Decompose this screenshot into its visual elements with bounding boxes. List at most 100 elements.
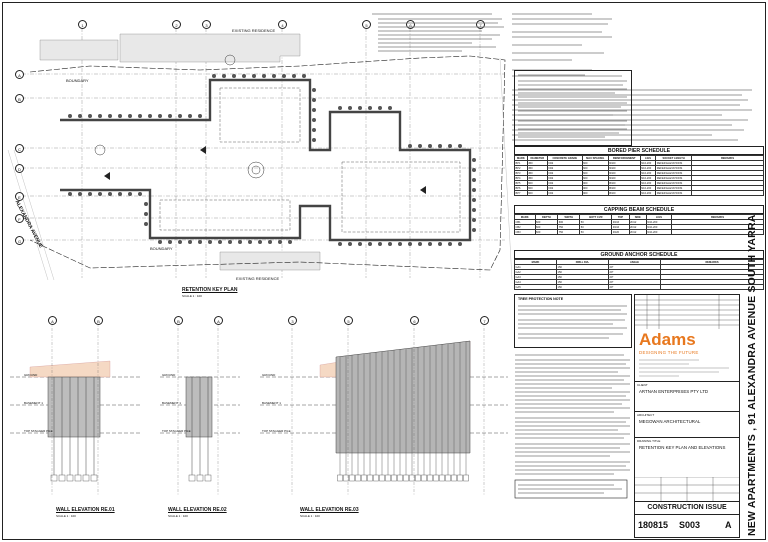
grid-bubble-col-1: 1: [78, 20, 87, 29]
level-tsp-re02: TOP STAGGER PILE: [162, 429, 191, 433]
grid-bubble-row-c: C: [15, 144, 24, 153]
capping-beam-cell: 600: [534, 229, 559, 235]
wall-elevations: [10, 321, 508, 495]
plan-scale: SCALE 1 : 100: [182, 294, 202, 298]
ground-anchor-cell: 150: [556, 284, 609, 290]
pile-toe: [415, 474, 421, 482]
drawing-title-section: DRAWING TITLE RETENTION KEY PLAN AND ELE…: [635, 437, 739, 478]
level-ground-re03: GROUND: [262, 373, 276, 377]
pile-toe: [451, 474, 457, 482]
grid-bubble-row-g: G: [15, 236, 24, 245]
capping-beam-schedule-table: MARK DEPTH WIDTH BOTT CVR TOP SIDE LIGS …: [514, 214, 764, 235]
ground-anchor-cell: 20°: [608, 284, 661, 290]
construction-issue-status: CONSTRUCTION ISSUE: [635, 501, 739, 515]
level-ground-re01: GROUND: [24, 373, 38, 377]
retention-key-plan: [7, 28, 513, 281]
architect-name: MEGOWAN ARCHITECTURAL: [639, 419, 701, 424]
elevation-re03-scale: SCALE 1 : 100: [300, 514, 320, 518]
capping-beam-schedule-title: CAPPING BEAM SCHEDULE: [514, 205, 764, 214]
pile-toe: [385, 474, 391, 482]
pile-toe: [403, 474, 409, 482]
level-basement-re03: BASEMENT 1: [262, 401, 281, 405]
grid-bubble-col-3: 3: [202, 20, 211, 29]
bored-pier-cell: N10-200: [639, 190, 657, 196]
pile-toe: [433, 474, 439, 482]
grid-bubble-row-a: A: [15, 70, 24, 79]
bored-pier-cell: N32: [546, 190, 583, 196]
client-label: CLIENT: [637, 383, 648, 387]
pile-toe: [409, 474, 415, 482]
level-basement-re01: BASEMENT 1: [24, 401, 43, 405]
bored-pier-cell: 8N20: [607, 190, 641, 196]
bored-pier-cell: REFER ELEVATIONS: [655, 190, 692, 196]
capping-beam-cell: 2N12: [628, 229, 647, 235]
bored-pier-cell: [691, 190, 764, 196]
existing-residence-top-label: EXISTING RESIDENCE: [232, 28, 276, 33]
tree-note-title: TREE PROTECTION NOTE: [518, 297, 564, 301]
capping-beam-cell: 50: [579, 229, 613, 235]
ground-anchor-schedule-title: GROUND ANCHOR SCHEDULE: [514, 250, 764, 259]
bored-pier-schedule-table: MARK DIAMETER CONCRETE GRADE MAX SPACING…: [514, 155, 764, 196]
ground-anchor-cell: GA5: [514, 284, 557, 290]
pile-toe: [361, 474, 367, 482]
client-name: ARTNAN ENTERPRISES PTY LTD: [639, 389, 709, 394]
level-tsp-re01: TOP STAGGER PILE: [24, 429, 53, 433]
elev-bubble-re03-7: 7: [480, 316, 489, 325]
elev-bubble-re03-3: 3: [288, 316, 297, 325]
elevation-re03-title: WALL ELEVATION RE.03: [300, 507, 359, 513]
boundary-label-left: BOUNDARY: [66, 78, 89, 83]
boundary-label-bottom: BOUNDARY: [150, 246, 173, 251]
capping-beam-cell: N10-200: [645, 229, 673, 235]
level-ground-re02: GROUND: [162, 373, 176, 377]
construction-notes: [514, 352, 632, 502]
grid-bubble-col-4: 4: [278, 20, 287, 29]
pile-toe: [421, 474, 427, 482]
pile-toe: [343, 474, 349, 482]
pile-toe: [373, 474, 379, 482]
level-tsp-re03: TOP STAGGER PILE: [262, 429, 291, 433]
drawing-title: RETENTION KEY PLAN AND ELEVATIONS: [639, 445, 726, 450]
pile-toe: [349, 474, 355, 482]
project-title-vertical: NEW APARTMENTS , 91 ALEXANDRA AVENUE SOU…: [746, 214, 758, 536]
elev-bubble-re02-a: A: [214, 316, 223, 325]
capping-beam-cell: 4N20: [611, 229, 630, 235]
elev-bubble-re01-b: B: [94, 316, 103, 325]
sheet-number: S003: [679, 520, 701, 530]
ground-anchor-cell: [660, 284, 764, 290]
elevation-re01-drawing: [10, 360, 140, 482]
tree-protection-note: TREE PROTECTION NOTE: [514, 294, 632, 348]
grid-bubble-row-e: E: [15, 192, 24, 201]
pile-toe: [367, 474, 373, 482]
level-basement-re02: BASEMENT 1: [162, 401, 181, 405]
grid-bubble-row-b: B: [15, 94, 24, 103]
bored-pier-cell: 600: [526, 190, 548, 196]
elevation-re02-title: WALL ELEVATION RE.02: [168, 507, 227, 513]
pile-toe: [439, 474, 445, 482]
grid-bubble-col-2: 2: [172, 20, 181, 29]
architect-label: ARCHITECT: [637, 413, 655, 417]
title-block: Adams DESIGNING THE FUTURE CLIENT ARTNAN…: [634, 294, 740, 538]
grid-bubble-col-6: 6: [406, 20, 415, 29]
elevation-re02-scale: SCALE 1 : 100: [168, 514, 188, 518]
elevation-re01-title: WALL ELEVATION RE.01: [56, 507, 115, 513]
revision: A: [725, 520, 732, 530]
capping-beam-cell: [671, 229, 764, 235]
pile-toe: [457, 474, 463, 482]
grid-bubble-col-7: 7: [476, 20, 485, 29]
client-section: CLIENT ARTNAN ENTERPRISES PTY LTD: [635, 381, 739, 400]
pile-toe: [379, 474, 385, 482]
elevation-re03-drawing: [260, 340, 508, 482]
company-logo: Adams: [639, 330, 696, 349]
architect-section: ARCHITECT MEGOWAN ARCHITECTURAL: [635, 411, 739, 430]
grid-bubble-row-f: F: [15, 214, 24, 223]
pile-toe: [463, 474, 469, 482]
elev-bubble-re03-6: 6: [410, 316, 419, 325]
